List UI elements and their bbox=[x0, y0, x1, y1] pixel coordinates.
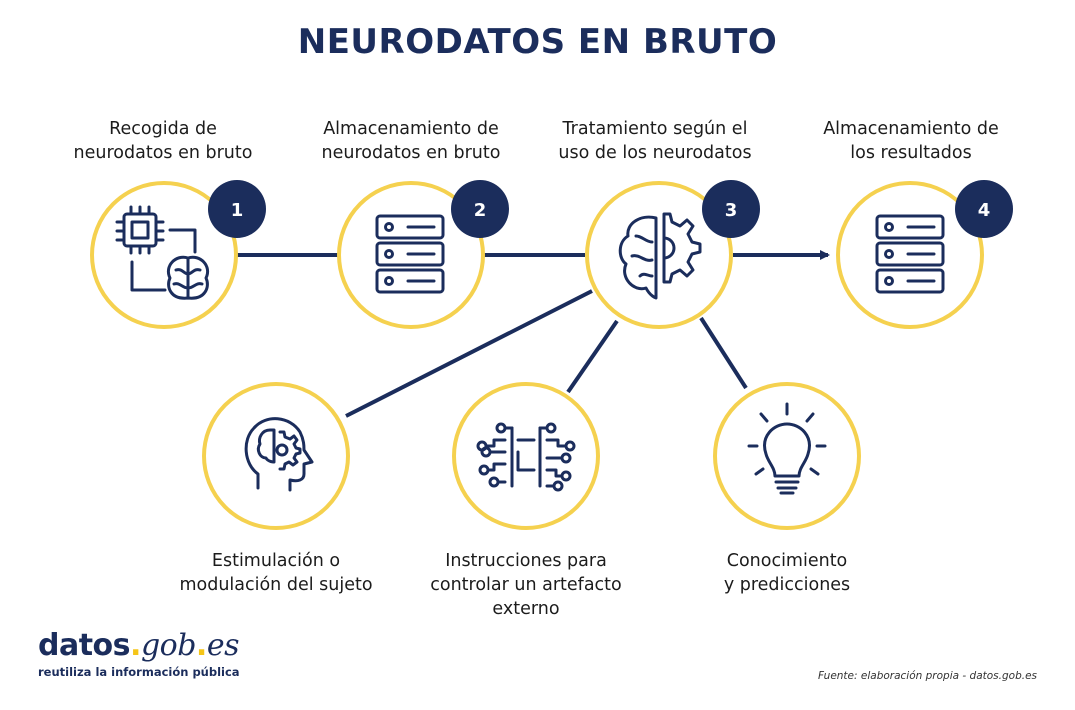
lightbulb-icon bbox=[747, 402, 827, 495]
output-2-circle bbox=[452, 382, 600, 530]
server-icon bbox=[875, 214, 945, 294]
output-3-label: Conocimiento y predicciones bbox=[723, 551, 851, 595]
step-3-circle bbox=[585, 181, 733, 329]
step-1-circle bbox=[90, 181, 238, 329]
circuit-icon bbox=[476, 422, 576, 492]
step-2-number: 2 bbox=[474, 200, 487, 221]
source-note: Fuente: elaboración propia - datos.gob.e… bbox=[818, 670, 1037, 682]
step-3-number: 3 bbox=[725, 200, 738, 221]
output-1-circle bbox=[202, 382, 350, 530]
server-icon bbox=[375, 214, 445, 294]
step-3-label: Tratamiento según el uso de los neurodat… bbox=[558, 119, 752, 163]
logo-part-datos: datos bbox=[38, 628, 131, 663]
step-2-badge bbox=[451, 180, 509, 238]
page-title: NEURODATOS EN BRUTO bbox=[297, 22, 778, 62]
head-brain-gear-icon bbox=[244, 417, 314, 492]
step-3-badge bbox=[702, 180, 760, 238]
connector-lines bbox=[237, 250, 830, 418]
step-2-label: Almacenamiento de neurodatos en bruto bbox=[321, 119, 501, 163]
step-1-badge bbox=[208, 180, 266, 238]
step-1-label: Recogida de neurodatos en bruto bbox=[73, 119, 253, 163]
logo-part-es: es bbox=[206, 628, 240, 663]
logo-dot-2: . bbox=[195, 628, 207, 663]
output-3-circle bbox=[713, 382, 861, 530]
logo-dot-1: . bbox=[130, 628, 141, 663]
step-1-number: 1 bbox=[231, 200, 244, 221]
output-1-label: Estimulación o modulación del sujeto bbox=[179, 551, 373, 595]
logo-part-gob: gob bbox=[140, 628, 196, 663]
output-2-label: Instrucciones para controlar un artefact… bbox=[430, 551, 622, 619]
datos-gob-logo[interactable]: datos.gob.es reutiliza la información pú… bbox=[38, 628, 240, 679]
step-4-label: Almacenamiento de los resultados bbox=[823, 119, 999, 163]
brain-gear-icon bbox=[618, 212, 702, 300]
step-4-number: 4 bbox=[978, 200, 991, 221]
logo-wordmark: datos.gob.es bbox=[38, 628, 240, 663]
step-4-badge bbox=[955, 180, 1013, 238]
logo-tagline: reutiliza la información pública bbox=[38, 665, 240, 679]
chip-brain-icon bbox=[115, 205, 209, 300]
